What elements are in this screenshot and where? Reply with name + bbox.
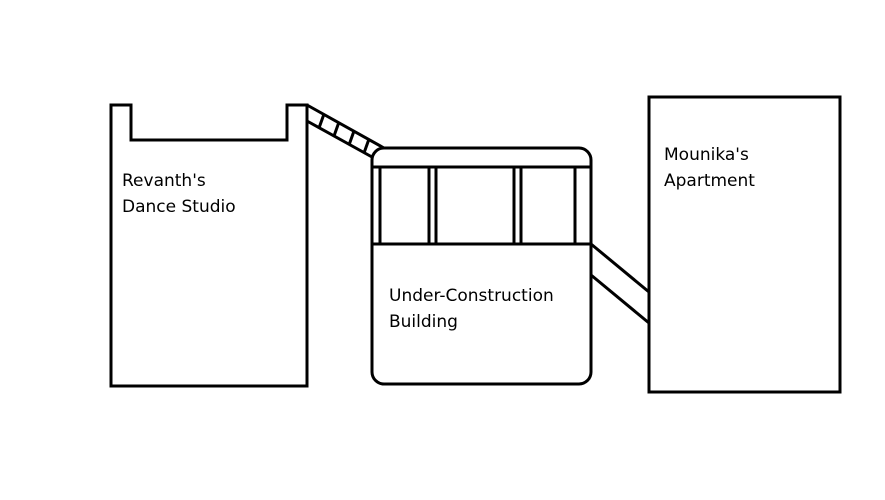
dance-studio-label: Revanth's Dance Studio bbox=[122, 168, 236, 220]
apartment-label-line1: Mounika's bbox=[664, 145, 749, 165]
construction-scaffold bbox=[372, 165, 591, 246]
apartment-label: Mounika's Apartment bbox=[664, 142, 755, 194]
construction-building-outline bbox=[370, 146, 593, 386]
dance-studio-label-line2: Dance Studio bbox=[122, 197, 236, 217]
construction-building-label: Under-Construction Building bbox=[389, 283, 554, 335]
ladder-rung bbox=[317, 113, 326, 129]
plank-bridge bbox=[590, 242, 650, 325]
plank-bottom-edge bbox=[590, 273, 650, 325]
construction-building-label-line1: Under-Construction bbox=[389, 286, 554, 306]
ladder-rung bbox=[332, 121, 341, 137]
ladder-rung bbox=[347, 130, 356, 146]
dance-studio-outline bbox=[109, 103, 309, 388]
ladder-rail-top bbox=[306, 103, 385, 150]
dance-studio-label-line1: Revanth's bbox=[122, 171, 206, 191]
ladder-rung bbox=[362, 138, 371, 154]
ladder-bridge bbox=[306, 103, 385, 159]
construction-building-label-line2: Building bbox=[389, 312, 458, 332]
plank-top-edge bbox=[590, 242, 650, 294]
apartment-label-line2: Apartment bbox=[664, 171, 755, 191]
apartment-outline bbox=[647, 95, 842, 394]
